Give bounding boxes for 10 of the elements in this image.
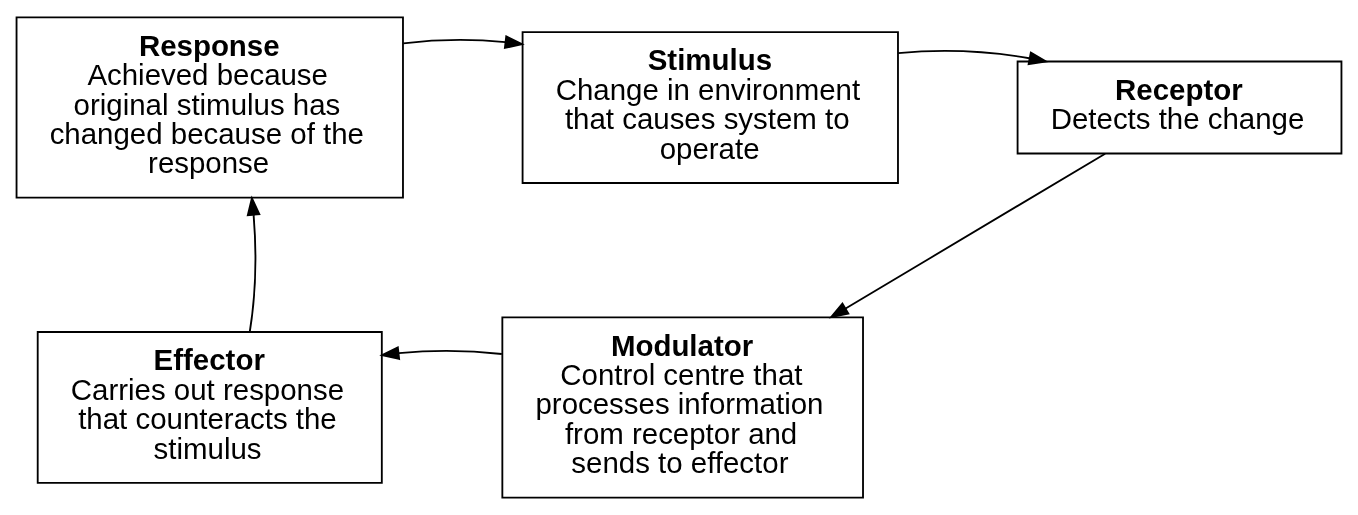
node-box: Stimulus Change in environment that causes system to operate (521, 31, 899, 184)
arrow (379, 346, 503, 361)
node-box: Response Achieved because original stimulus has changed because of the response (15, 16, 404, 199)
node-box: Modulator Control centre that processes information from receptor and sends to effector (501, 316, 864, 499)
arrow (828, 152, 1107, 319)
node-box: Effector Carries out response that counteracts the stimulus (36, 331, 383, 484)
arrow (246, 195, 261, 333)
arrow (897, 50, 1049, 66)
arrow (402, 35, 525, 50)
node-box: Receptor Detects the change (1016, 60, 1343, 155)
